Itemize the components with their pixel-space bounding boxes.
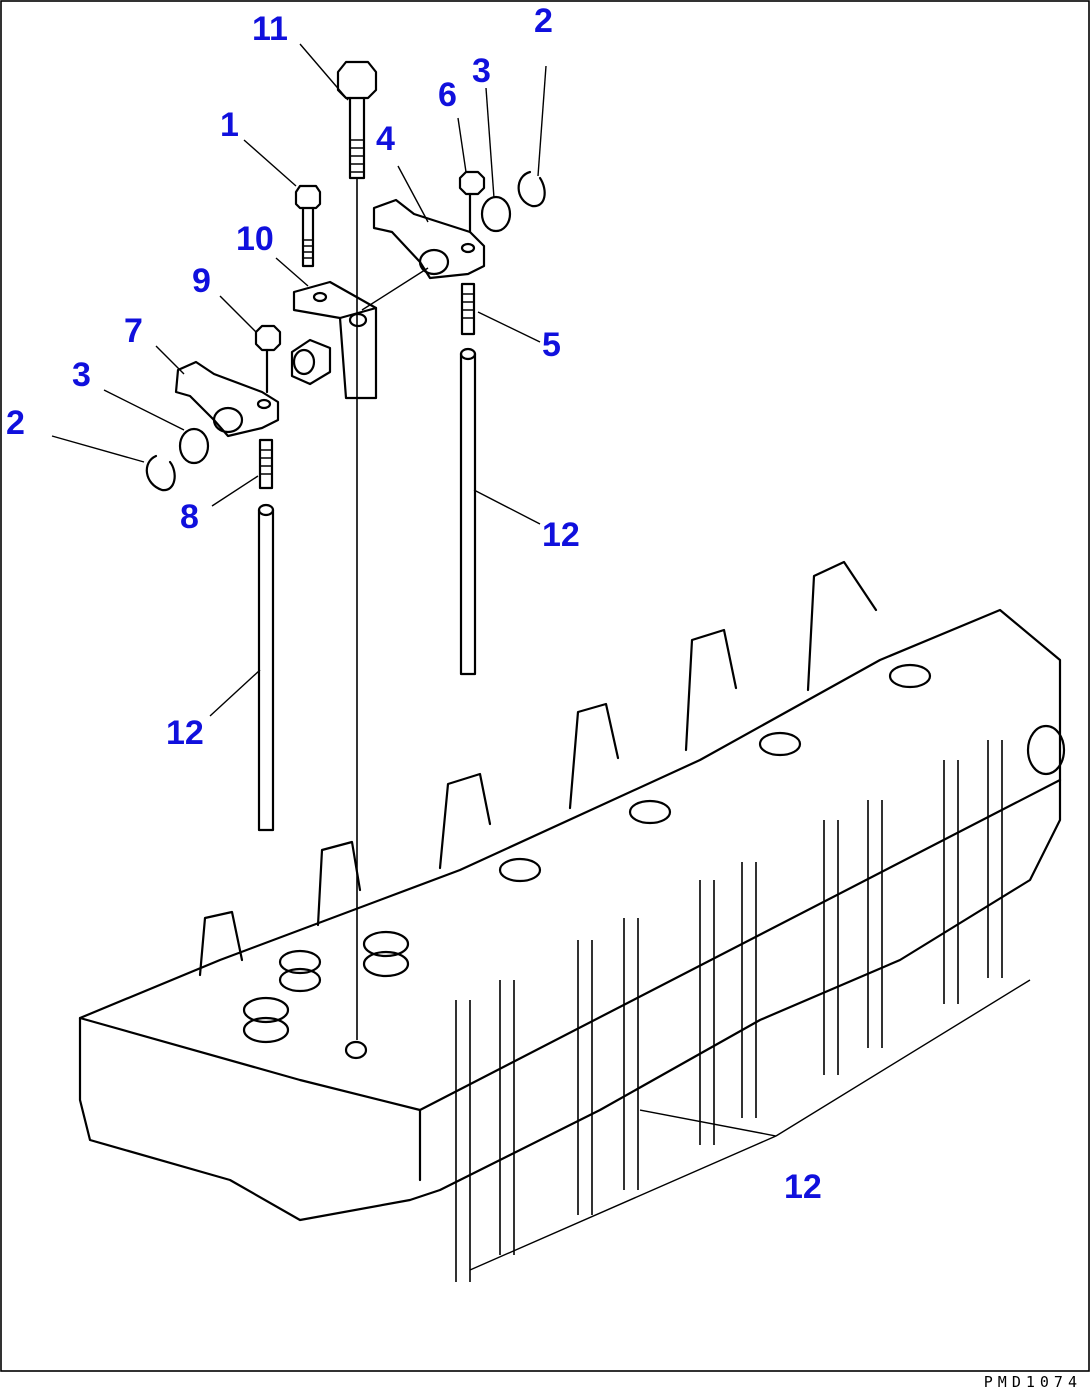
callout-12-right-rod: 12 [542,516,580,554]
callout-9: 9 [192,262,211,300]
washer-3-right [480,195,512,233]
callout-2-top-right: 2 [534,2,553,40]
callout-2-left: 2 [6,404,25,442]
callout-11: 11 [252,10,288,48]
adjust-nut-6 [458,170,486,234]
callout-8: 8 [180,498,199,536]
leader-lines [51,43,1031,1271]
long-bolt-11 [336,60,378,1040]
callout-10: 10 [236,220,274,258]
callout-12-left-rod: 12 [166,714,204,752]
adjusting-screw-8 [258,438,274,490]
push-rod-12-right [459,347,477,676]
rocker-arm-4 [372,198,486,280]
callout-7: 7 [124,312,143,350]
callout-12-installed: 12 [784,1168,822,1206]
adjusting-screw-5 [460,282,476,336]
callout-6: 6 [438,76,457,114]
rocker-arm-7 [174,360,280,438]
callout-1: 1 [220,106,239,144]
callout-5: 5 [542,326,561,364]
push-rod-12-left [257,503,275,832]
adjust-nut-9 [254,324,282,394]
cylinder-head-assembly [78,560,1066,1222]
drawing-code: PMD1074 [983,1373,1082,1391]
rocker-support-10 [290,280,378,400]
callout-3-top-right: 3 [472,52,491,90]
bolt-1 [294,184,322,268]
circlip-2-right [517,170,546,208]
washer-3-left [178,427,210,465]
callout-4: 4 [376,120,395,158]
push-rods-installed [455,740,1003,1282]
callout-3-left: 3 [72,356,91,394]
circlip-2-left [145,454,176,492]
